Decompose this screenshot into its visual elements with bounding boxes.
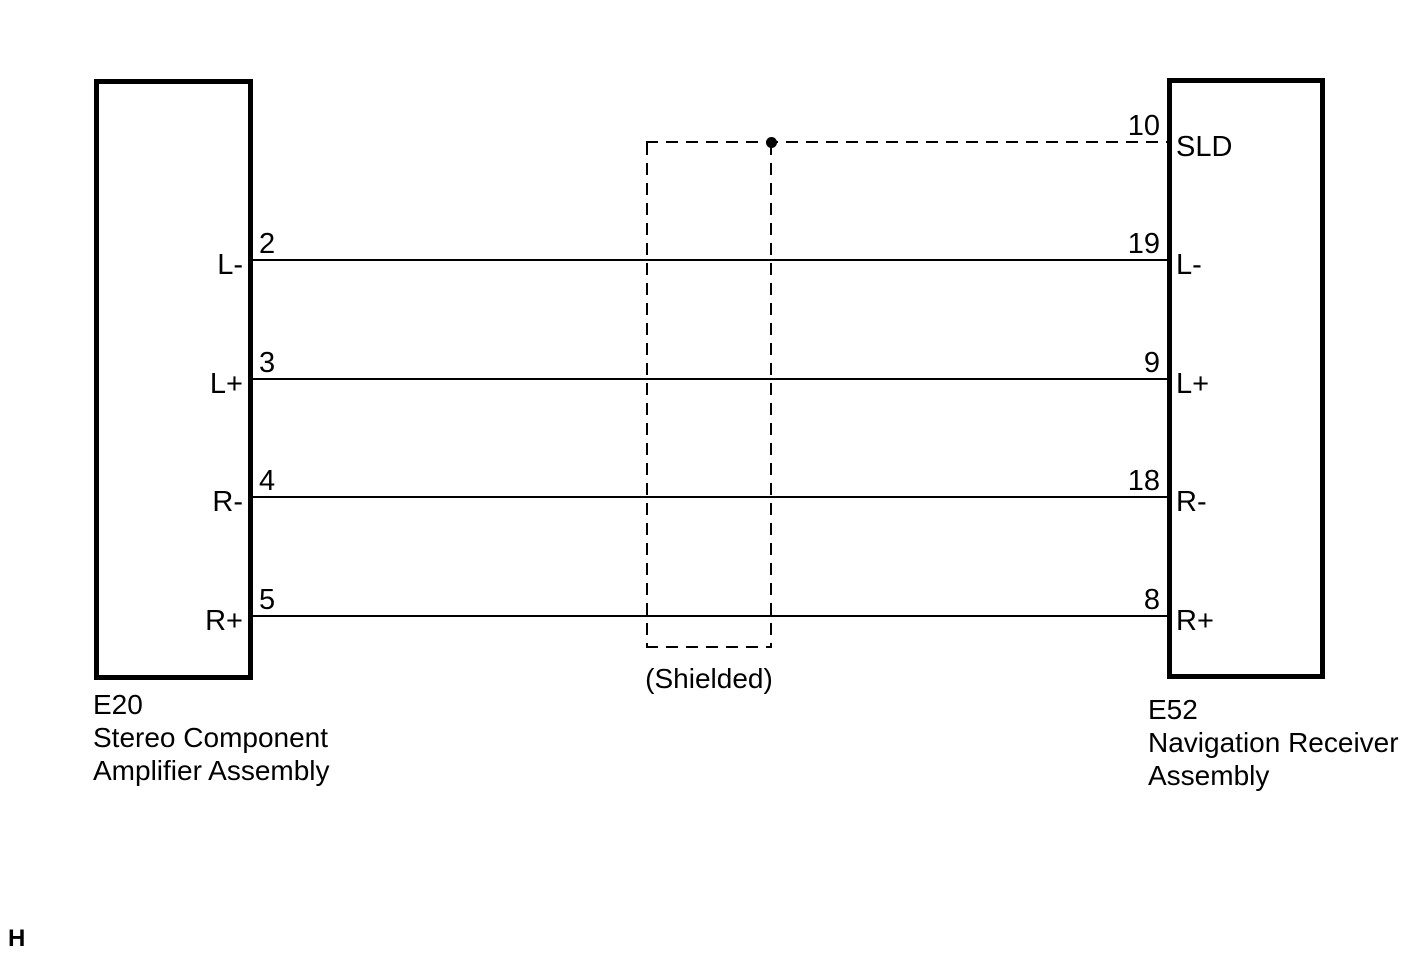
left-pin-number: 3: [259, 347, 276, 379]
left-pin-number: 2: [259, 228, 276, 260]
right-pin-number: 8: [1143, 584, 1160, 616]
right-connector-name-line1: Navigation Receiver: [1148, 727, 1399, 758]
right-pin-label: L-: [1176, 249, 1202, 281]
left-connector-code: E20: [93, 689, 143, 720]
page-marker: H: [8, 925, 26, 952]
left-pin-label: L+: [209, 368, 243, 400]
right-pin-label: R+: [1176, 605, 1214, 637]
left-pin-label: R+: [205, 605, 243, 637]
right-connector-code: E52: [1148, 694, 1198, 725]
left-connector-box: [94, 79, 253, 680]
right-pin-label-sld: SLD: [1176, 131, 1233, 163]
left-pin-number: 5: [259, 584, 276, 616]
shield-box-right-edge: [770, 143, 772, 646]
shield-box-left-edge: [646, 143, 648, 646]
right-pin-number: 18: [1127, 465, 1160, 497]
left-pin-number: 4: [259, 465, 276, 497]
wire-l-plus: [253, 378, 1167, 380]
right-pin-number: 9: [1143, 347, 1160, 379]
wire-r-minus: [253, 496, 1167, 498]
right-pin-number-sld: 10: [1127, 110, 1160, 142]
wire-l-minus: [253, 259, 1167, 261]
left-pin-label: L-: [217, 249, 243, 281]
left-pin-label: R-: [212, 486, 243, 518]
left-connector-name-line2: Amplifier Assembly: [93, 755, 330, 786]
wire-r-plus: [253, 615, 1167, 617]
shield-drain-wire: [646, 141, 1167, 143]
shield-junction-dot: [766, 137, 777, 148]
right-pin-number: 19: [1127, 228, 1160, 260]
right-pin-label: L+: [1176, 368, 1210, 400]
left-connector-name-line1: Stereo Component: [93, 722, 329, 753]
right-pin-label: R-: [1176, 486, 1207, 518]
right-connector-name-line2: Assembly: [1148, 760, 1270, 791]
left-connector-caption: E20 Stereo Component Amplifier Assembly: [93, 688, 330, 787]
right-connector-caption: E52 Navigation Receiver Assembly: [1148, 693, 1399, 792]
shield-caption: (Shielded): [645, 663, 773, 694]
shield-box-bottom-edge: [646, 646, 772, 648]
right-connector-box: [1167, 78, 1325, 679]
